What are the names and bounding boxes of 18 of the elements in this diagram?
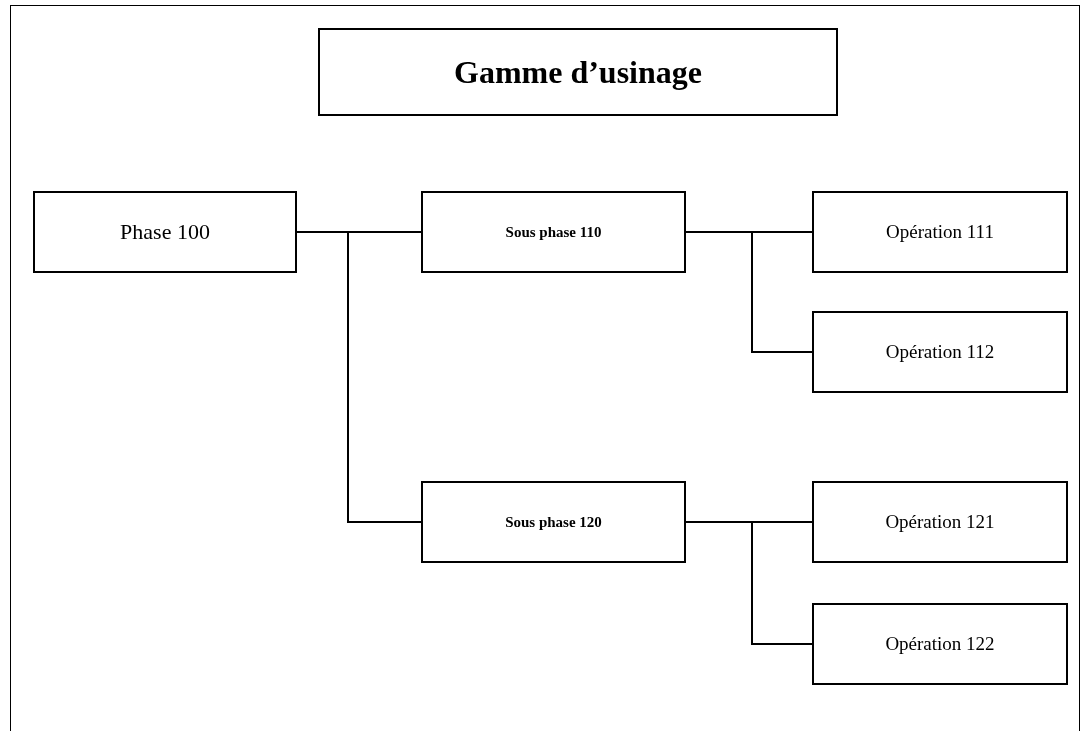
box-label: Opération 112	[885, 341, 995, 363]
box-label: Gamme d’usinage	[454, 53, 702, 91]
box-label: Opération 111	[886, 221, 994, 243]
box-label: Sous phase 110	[505, 223, 602, 241]
process-box	[812, 311, 1068, 393]
box-label: Sous phase 120	[505, 513, 602, 531]
title-box	[318, 28, 838, 116]
process-box	[812, 191, 1068, 273]
connector-line	[685, 231, 813, 353]
box-label: Phase 100	[120, 219, 210, 245]
process-box	[421, 191, 686, 273]
process-box	[812, 603, 1068, 685]
box-label: Opération 121	[885, 511, 995, 533]
process-box	[812, 481, 1068, 563]
process-box	[421, 481, 686, 563]
process-box	[33, 191, 297, 273]
connector-line	[685, 521, 813, 645]
box-label: Opération 122	[885, 633, 995, 655]
